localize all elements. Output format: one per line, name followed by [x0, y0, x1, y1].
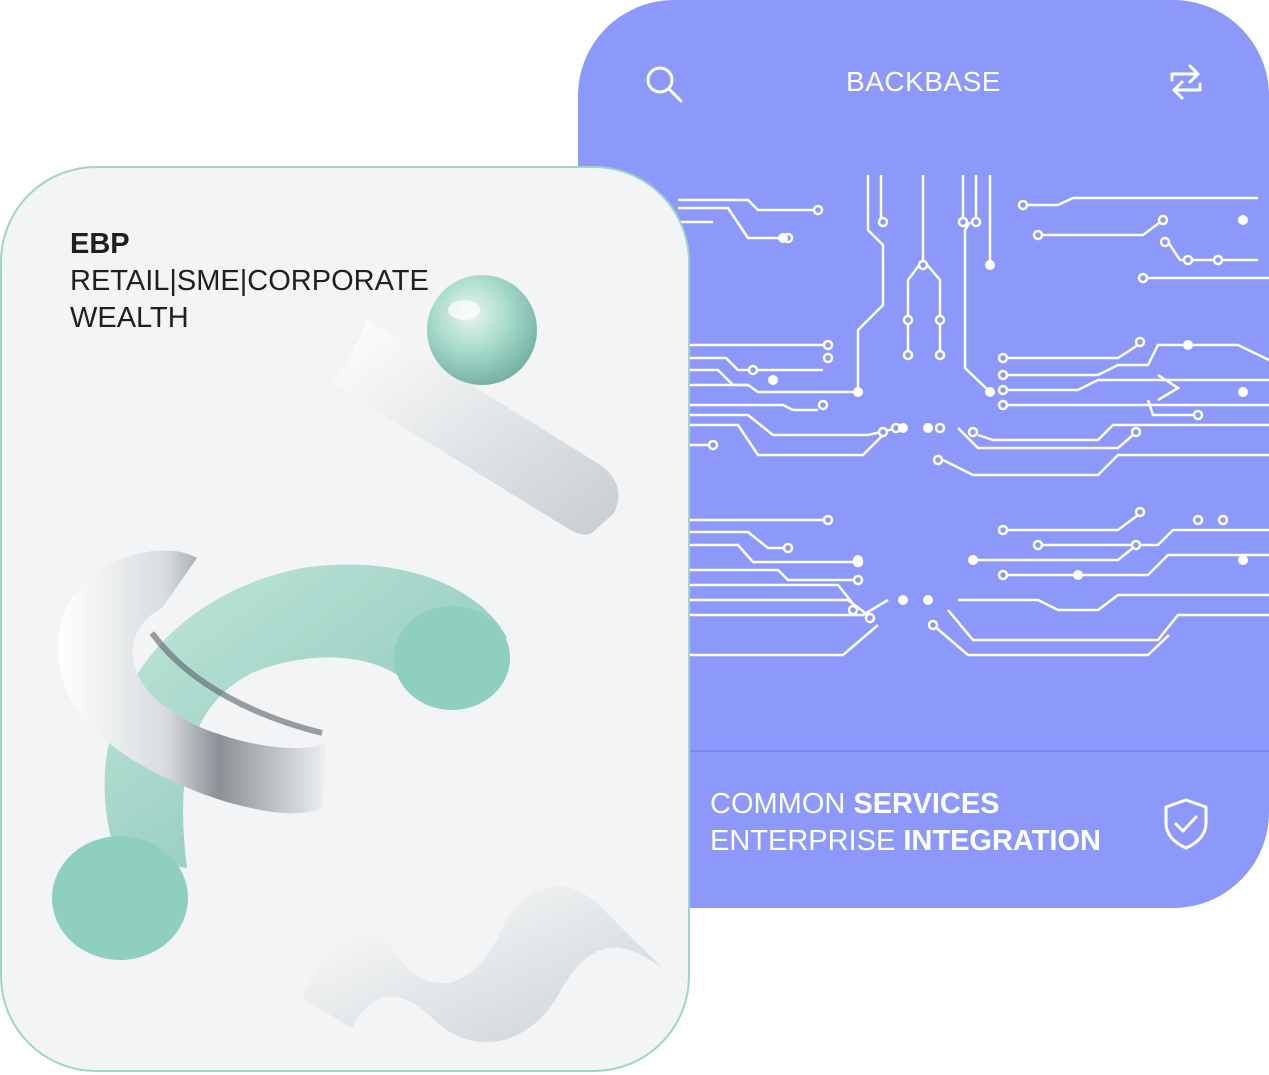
swap-arrows-icon	[1170, 64, 1202, 100]
services-line-1-highlight: SERVICES	[853, 788, 1000, 820]
services-line-2-prefix: ENTERPRISE	[710, 825, 904, 857]
services-line-1: COMMON SERVICES	[710, 786, 1101, 823]
product-segments: RETAIL|SME|CORPORATE	[70, 265, 429, 297]
brand-title: BACKBASE	[846, 66, 1001, 97]
circuit-illustration	[678, 175, 1269, 657]
product-info: EBP RETAIL|SME|CORPORATE WEALTH	[70, 226, 429, 337]
services-text: COMMON SERVICES ENTERPRISE INTEGRATION	[710, 786, 1101, 860]
swap-button[interactable]	[1162, 58, 1210, 106]
product-title: EBP	[70, 228, 130, 260]
search-icon	[646, 66, 683, 103]
platform-header: BACKBASE	[578, 0, 1269, 170]
shield-check-icon	[1164, 798, 1208, 850]
product-card: EBP RETAIL|SME|CORPORATE WEALTH	[0, 166, 690, 1072]
platform-card: BACKBASE	[578, 0, 1269, 908]
product-wealth: WEALTH	[70, 302, 189, 334]
abstract-3d-illustration	[52, 275, 662, 1042]
services-line-2-highlight: INTEGRATION	[903, 825, 1101, 857]
services-line-1-prefix: COMMON	[710, 788, 854, 820]
platform-divider	[678, 750, 1269, 752]
services-line-2: ENTERPRISE INTEGRATION	[710, 823, 1101, 860]
search-button[interactable]	[640, 60, 688, 108]
